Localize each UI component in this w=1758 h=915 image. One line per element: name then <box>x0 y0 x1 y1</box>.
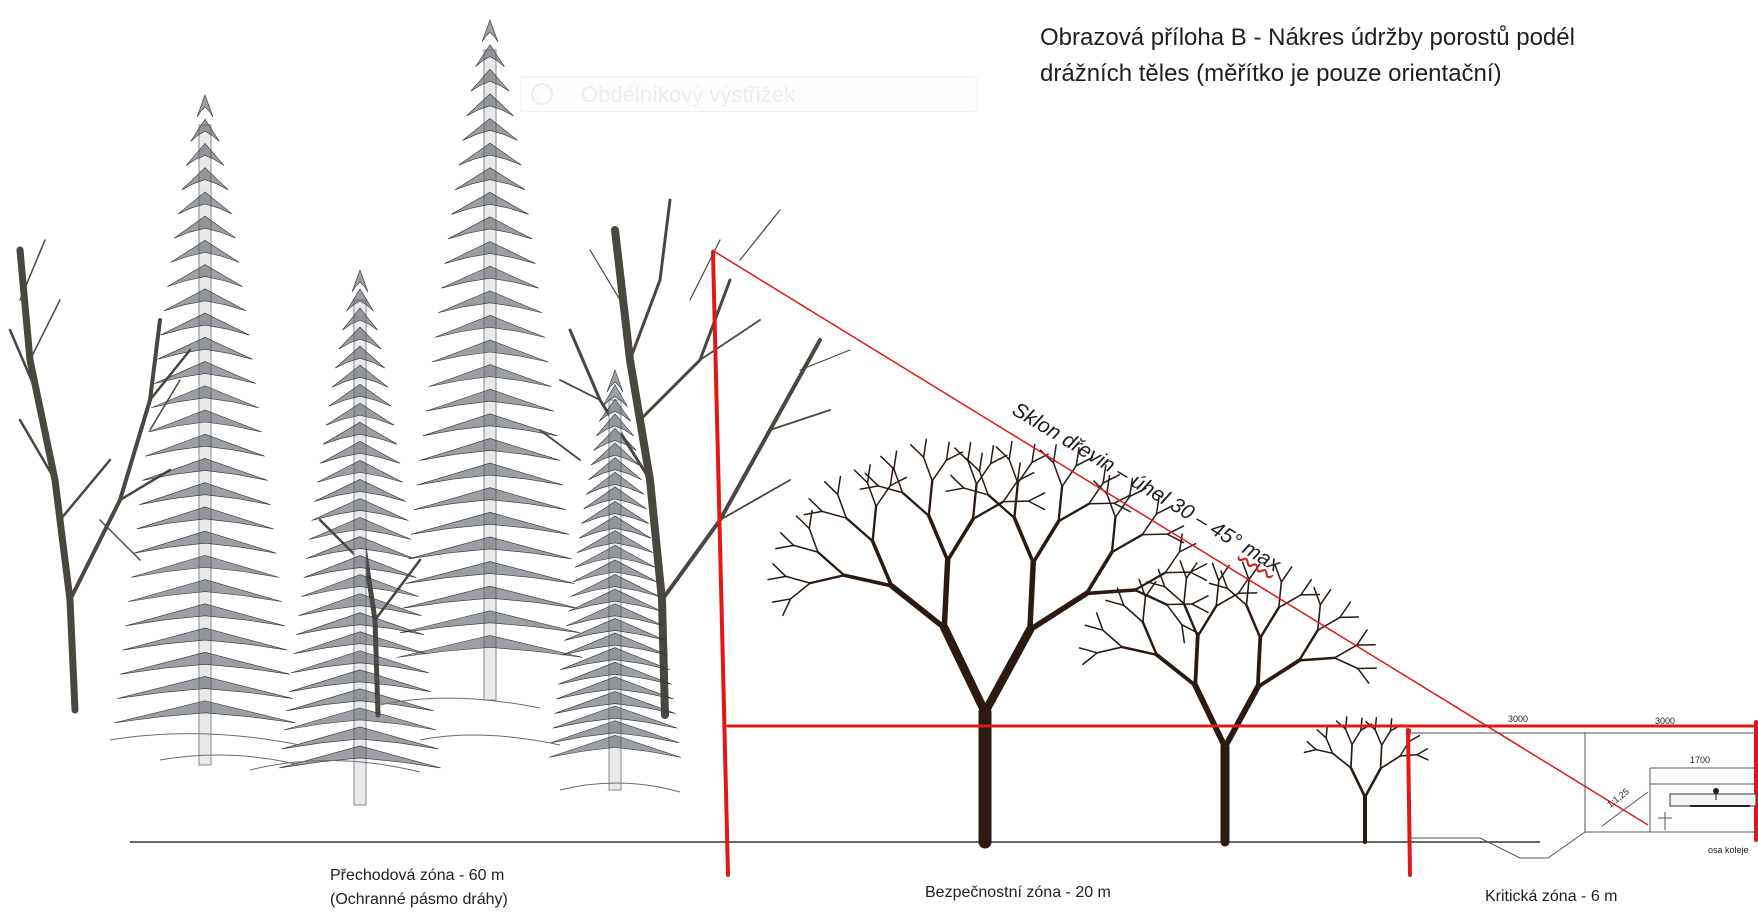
title-line-2: drážních těles (měřítko je pouze orienta… <box>1040 56 1575 92</box>
spruce-group <box>115 20 682 805</box>
pruned-tree <box>1079 561 1376 842</box>
boundary-safety-critical <box>1408 730 1410 875</box>
slope-line <box>712 250 1648 825</box>
zone-label-transition: Přechodová zóna - 60 m (Ochranné pásmo d… <box>330 864 508 912</box>
dim-right-3000: 3000 <box>1655 716 1675 726</box>
dim-1700: 1700 <box>1690 755 1710 765</box>
deciduous-tree-right <box>540 200 850 715</box>
pruned-tree-group <box>768 439 1428 842</box>
diagram-title: Obrazová příloha B - Nákres údržby poros… <box>1040 20 1575 92</box>
track-cross-section <box>1410 732 1758 858</box>
spruce-tree <box>397 20 583 700</box>
spruce-tree <box>279 270 440 805</box>
dim-track-axis: osa koleje <box>1708 845 1749 855</box>
zone-transition-line-1: Přechodová zóna - 60 m <box>330 864 508 888</box>
zone-label-critical: Kritická zóna - 6 m <box>1485 888 1617 906</box>
dim-left-3000: 3000 <box>1508 714 1528 724</box>
title-line-1: Obrazová příloha B - Nákres údržby poros… <box>1040 20 1575 56</box>
zone-boundaries <box>713 252 1756 875</box>
zone-transition-line-2: (Ochranné pásmo dráhy) <box>330 888 508 912</box>
zone-label-safety: Bezpečnostní zóna - 20 m <box>925 884 1111 902</box>
